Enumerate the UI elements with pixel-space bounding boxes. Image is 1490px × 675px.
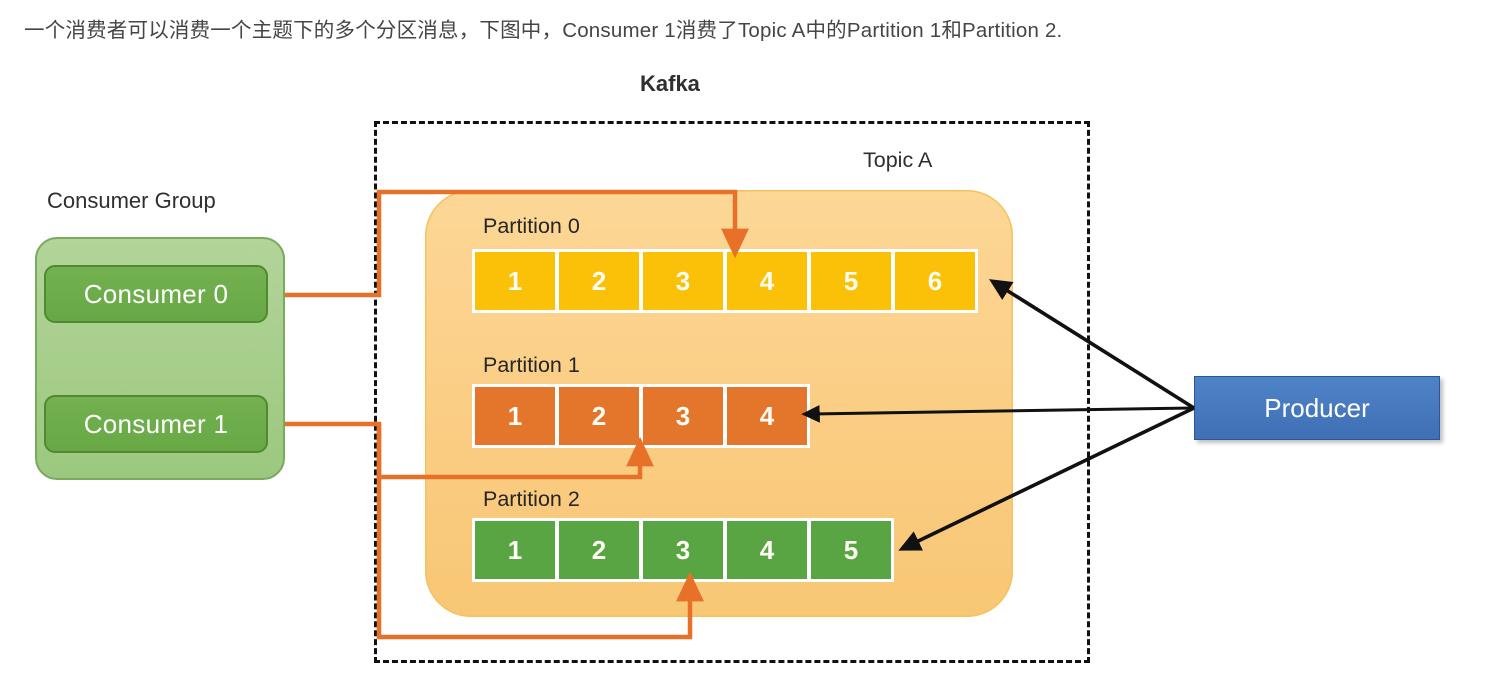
partition-2-cells: 1 2 3 4 5 <box>472 518 894 582</box>
message-cell: 2 <box>559 387 639 445</box>
message-cell: 1 <box>475 521 555 579</box>
consumer-group-title: Consumer Group <box>47 188 216 213</box>
partition-2-label: Partition 2 <box>483 487 580 511</box>
topic-a-label: Topic A <box>863 148 933 172</box>
consumer-1-box[interactable]: Consumer 1 <box>44 395 268 453</box>
message-cell: 3 <box>643 387 723 445</box>
message-cell: 2 <box>559 252 639 310</box>
partition-1-label: Partition 1 <box>483 353 580 377</box>
partition-0-cells: 1 2 3 4 5 6 <box>472 249 978 313</box>
producer-box[interactable]: Producer <box>1194 376 1440 440</box>
partition-1-cells: 1 2 3 4 <box>472 384 810 448</box>
message-cell: 1 <box>475 387 555 445</box>
partition-0-label: Partition 0 <box>483 214 580 238</box>
consumer-0-box[interactable]: Consumer 0 <box>44 265 268 323</box>
caption-text: 一个消费者可以消费一个主题下的多个分区消息，下图中，Consumer 1消费了T… <box>24 19 1063 42</box>
message-cell: 6 <box>895 252 975 310</box>
kafka-title: Kafka <box>640 71 700 96</box>
message-cell: 1 <box>475 252 555 310</box>
message-cell: 5 <box>811 521 891 579</box>
message-cell: 3 <box>643 252 723 310</box>
message-cell: 4 <box>727 387 807 445</box>
message-cell: 4 <box>727 252 807 310</box>
message-cell: 2 <box>559 521 639 579</box>
message-cell: 4 <box>727 521 807 579</box>
message-cell: 5 <box>811 252 891 310</box>
message-cell: 3 <box>643 521 723 579</box>
